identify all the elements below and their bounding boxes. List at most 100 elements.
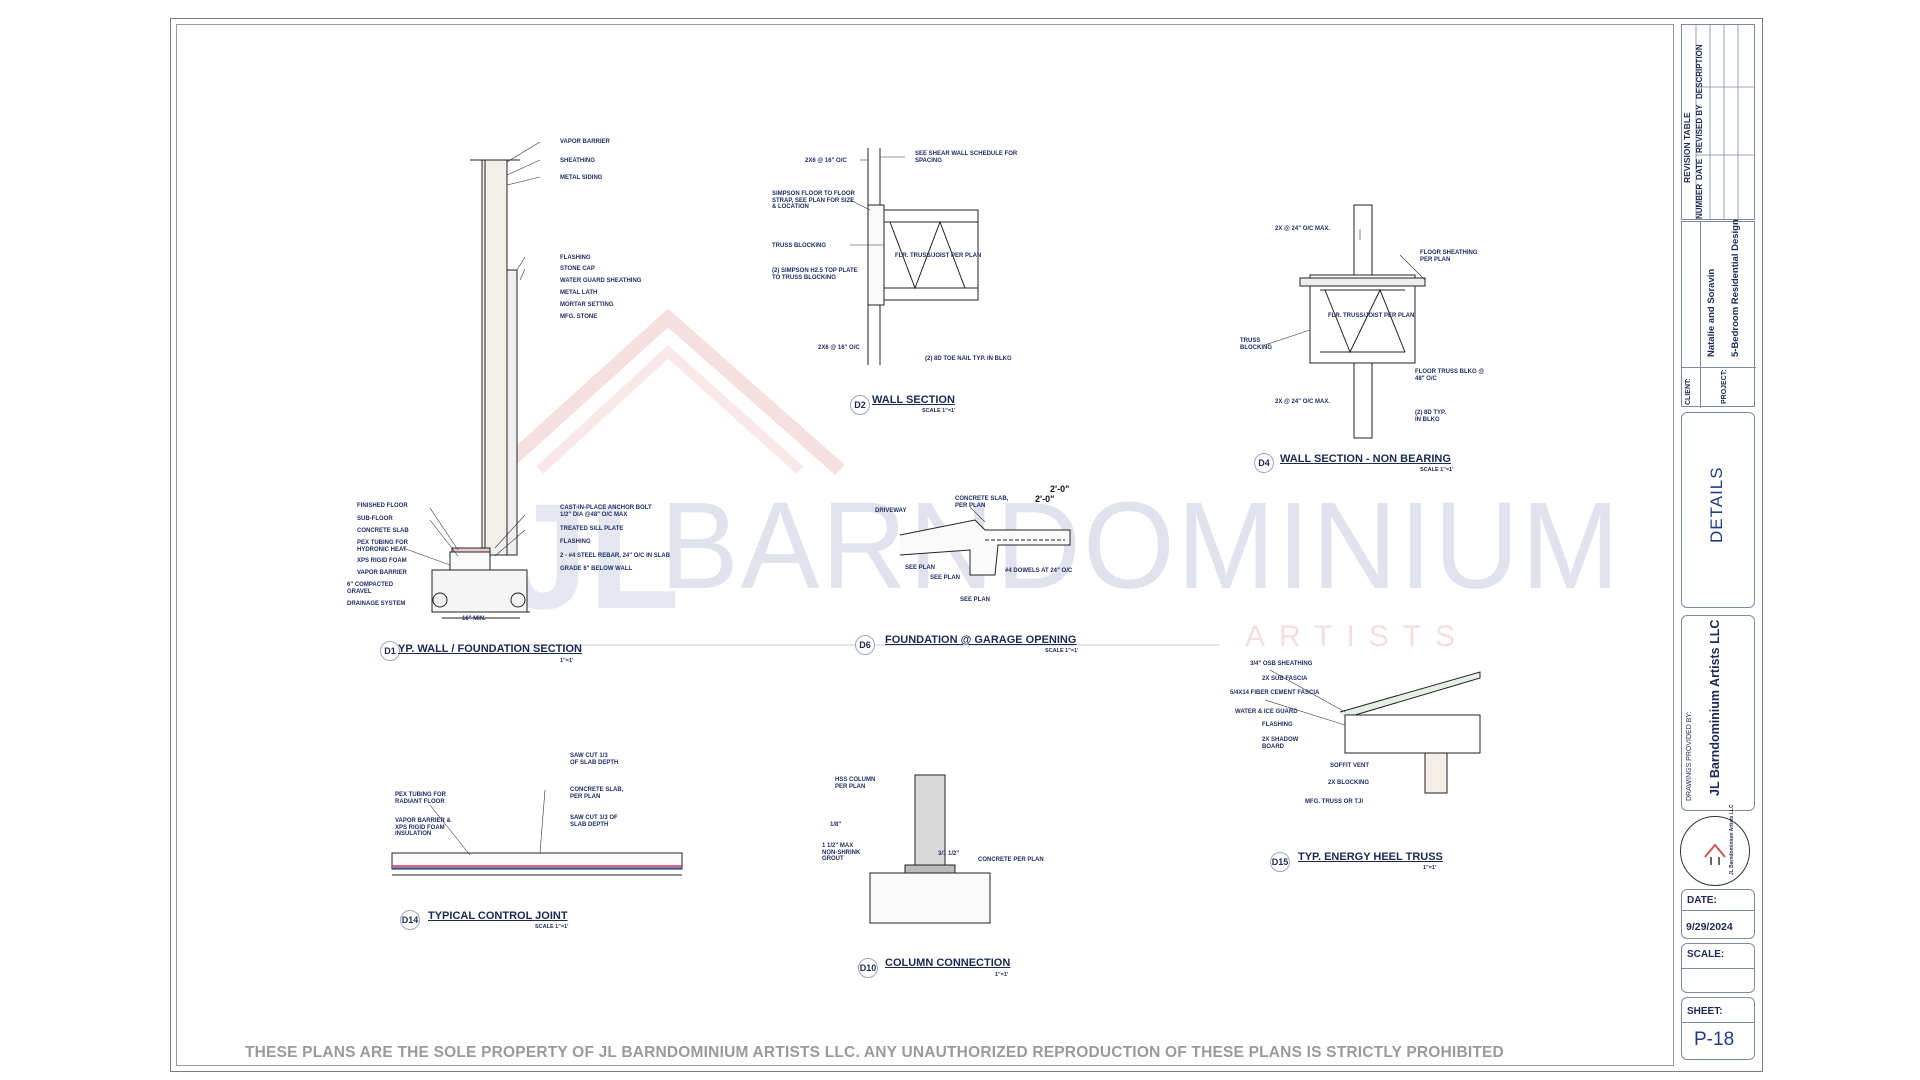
client-name: Natalie and Soravin [1706, 268, 1717, 357]
d10-label-1: HSS COLUMN PER PLAN [835, 777, 876, 790]
d1-scale: 1"=1' [560, 658, 574, 664]
d4-label-5: FLOOR TRUSS BLKG @ 48" O/C [1415, 369, 1485, 382]
d14-slab [391, 852, 683, 870]
d1-left-label-1: FINISHED FLOOR [357, 503, 408, 509]
d15-label-6: 2X SHADOW BOARD [1262, 737, 1299, 750]
company-logo: JL Barndominium Artists LLC [1680, 804, 1750, 886]
d14-label-3: CONCRETE SLAB, PER PLAN [570, 787, 624, 800]
d1-label-11: TREATED SILL PLATE [560, 526, 624, 532]
d6-dim-2: 2'-0" [1050, 484, 1070, 494]
d1-label-1: VAPOR BARRIER [560, 139, 610, 145]
d1-label-9: MFG. STONE [560, 314, 598, 320]
d1-label-2: SHEATHING [560, 158, 595, 164]
watermark-main: BARNDOMINIUM [660, 476, 1622, 616]
project-label-text: PROJECT: [1721, 369, 1728, 404]
d1-label-12: FLASHING [560, 539, 591, 545]
d6-label-1: DRIVEWAY [875, 508, 907, 514]
d15-label-8: 2X BLOCKING [1328, 780, 1370, 786]
d1-label-3: METAL SIDING [560, 175, 603, 181]
d1-label-4: FLASHING [560, 255, 591, 261]
d15-label-5: FLASHING [1262, 722, 1293, 728]
d1-subfloor [451, 547, 491, 553]
d6-tag: D6 [855, 635, 875, 655]
d15-scale: 1"=1' [1423, 865, 1437, 871]
d10-footing [869, 872, 991, 924]
company-block: DRAWINGS PROVIDED BY: JL Barndominium Ar… [1681, 615, 1755, 811]
d1-label-13: 2 - #4 STEEL REBAR, 24" O/C IN SLAB [560, 553, 671, 559]
d14-label-4: VAPOR BARRIER & XPS RIGID FOAM INSULATIO… [395, 818, 451, 837]
d10-label-2: 1/8" [830, 822, 842, 828]
d15-label-7: SOFFIT VENT [1330, 763, 1369, 769]
d15-roof [1339, 671, 1481, 719]
d2-title: WALL SECTION [872, 394, 955, 406]
sheet-title-block: DETAILS [1681, 412, 1755, 608]
d15-title: TYP. ENERGY HEEL TRUSS [1298, 851, 1443, 863]
d1-label-14: GRADE 6" BELOW WALL [560, 566, 633, 572]
copyright-notice: THESE PLANS ARE THE SOLE PROPERTY OF JL … [245, 1044, 1504, 1061]
watermark-initials: JL [505, 472, 681, 640]
d15-label-2: 2X SUB FASCIA [1262, 676, 1308, 682]
d1-left-label-5: XPS RIGID FOAM [357, 558, 407, 564]
d2-label-3: SIMPSON FLOOR TO FLOOR STRAP, SEE PLAN F… [772, 191, 855, 210]
d6-slab [899, 519, 1071, 576]
d10-title: COLUMN CONNECTION [885, 957, 1011, 969]
d4-label-6: 2x @ 24" O/C MAX. [1275, 399, 1331, 405]
client-label: CLIENT: [1685, 378, 1692, 405]
rev-col-revised-by: REVISED BY [1695, 104, 1704, 153]
d1-footing [431, 569, 528, 613]
d14-label-2: PEX TUBING FOR RADIANT FLOOR [395, 792, 447, 805]
d14-scale: SCALE 1"=1' [535, 924, 569, 930]
scale-label: SCALE: [1687, 949, 1725, 960]
d4-label-2: FLOOR SHEATHING PER PLAN [1420, 250, 1478, 263]
d1-left-label-4: PEX TUBING FOR HYDRONIC HEAT [357, 540, 409, 553]
rev-col-date: DATE [1695, 158, 1704, 180]
client-project-block: CLIENT: Natalie and Soravin 5-Bedroom Re… [1681, 219, 1756, 408]
d1-wall-siding [481, 159, 508, 556]
d2-label-1: 2x6 @ 16" O/C [805, 158, 847, 164]
d10-scale: 1"=1' [995, 972, 1009, 978]
d1-left-label-7: 6" COMPACTED GRAVEL [347, 582, 394, 595]
sheet-title: DETAILS [1707, 466, 1726, 543]
d10-label-3: 1 1/2" MAX NON-SHRINK GROUT [822, 843, 861, 862]
d14-tag: D14 [400, 910, 420, 930]
d4-tag: D4 [1254, 453, 1274, 473]
d4-label-3: FLR. TRUSS/JOIST PER PLAN [1328, 313, 1415, 319]
company-name: JL Barndominium Artists LLC [1708, 619, 1722, 796]
d6-label-6: SEE PLAN [960, 597, 991, 603]
d10-label-4: 3/1 1/2" [938, 851, 960, 857]
d6-dim-1: 2'-0" [1035, 494, 1055, 504]
d1-left-label-3: CONCRETE SLAB [357, 528, 409, 534]
d4-title: WALL SECTION - NON BEARING [1280, 453, 1451, 465]
rev-col-description: DESCRIPTION [1695, 44, 1704, 99]
d1-title: YP. WALL / FOUNDATION SECTION [398, 643, 582, 655]
d1-label-10: CAST-IN-PLACE ANCHOR BOLT 1/2" DIA @48" … [560, 505, 652, 518]
d2-floor-truss [879, 209, 979, 301]
sheet-number-block: SHEET: P-18 [1681, 997, 1755, 1060]
scale-block: SCALE: [1681, 943, 1755, 993]
d14-label-5: SAW CUT 1/3 OF SLAB DEPTH [570, 815, 618, 828]
provided-by-label: DRAWINGS PROVIDED BY: [1686, 711, 1693, 801]
d6-label-3: SEE PLAN [905, 565, 936, 571]
d4-label-4: TRUSS BLOCKING [1240, 338, 1272, 351]
d15-label-3: 5/4X14 FIBER CEMENT FASCIA [1230, 690, 1320, 696]
d4-label-7: (2) 8d TYP. IN BLKG [1415, 410, 1446, 423]
d1-left-label-2: SUB-FLOOR [357, 516, 393, 522]
d1-left-label-6: VAPOR BARRIER [357, 570, 407, 576]
d2-label-8: (2) 8d TOE NAIL TYP. IN BLKG [925, 356, 1012, 362]
date-block: DATE: 9/29/2024 [1681, 889, 1755, 939]
watermark-sub: ARTISTS [1245, 620, 1470, 653]
date-label: DATE: [1687, 895, 1717, 906]
d14-title: TYPICAL CONTROL JOINT [428, 910, 568, 922]
date-value: 9/29/2024 [1686, 921, 1733, 933]
d1-label-7: METAL LATH [560, 290, 598, 296]
d1-stone-veneer [506, 269, 518, 556]
d15-label-1: 3/4" OSB SHEATHING [1250, 661, 1313, 667]
d2-scale: SCALE 1"=1' [922, 408, 956, 414]
d1-tag: D1 [380, 641, 400, 661]
d1-label-5: STONE CAP [560, 266, 595, 272]
d15-tag: D15 [1270, 852, 1290, 872]
d6-scale: SCALE 1"=1' [1045, 648, 1079, 654]
d2-label-6: (2) SIMPSON H2.5 TOP PLATE TO TRUSS BLOC… [772, 268, 858, 281]
revision-table: REVISION TABLE NUMBER DATE REVISED BY DE… [1681, 24, 1755, 220]
